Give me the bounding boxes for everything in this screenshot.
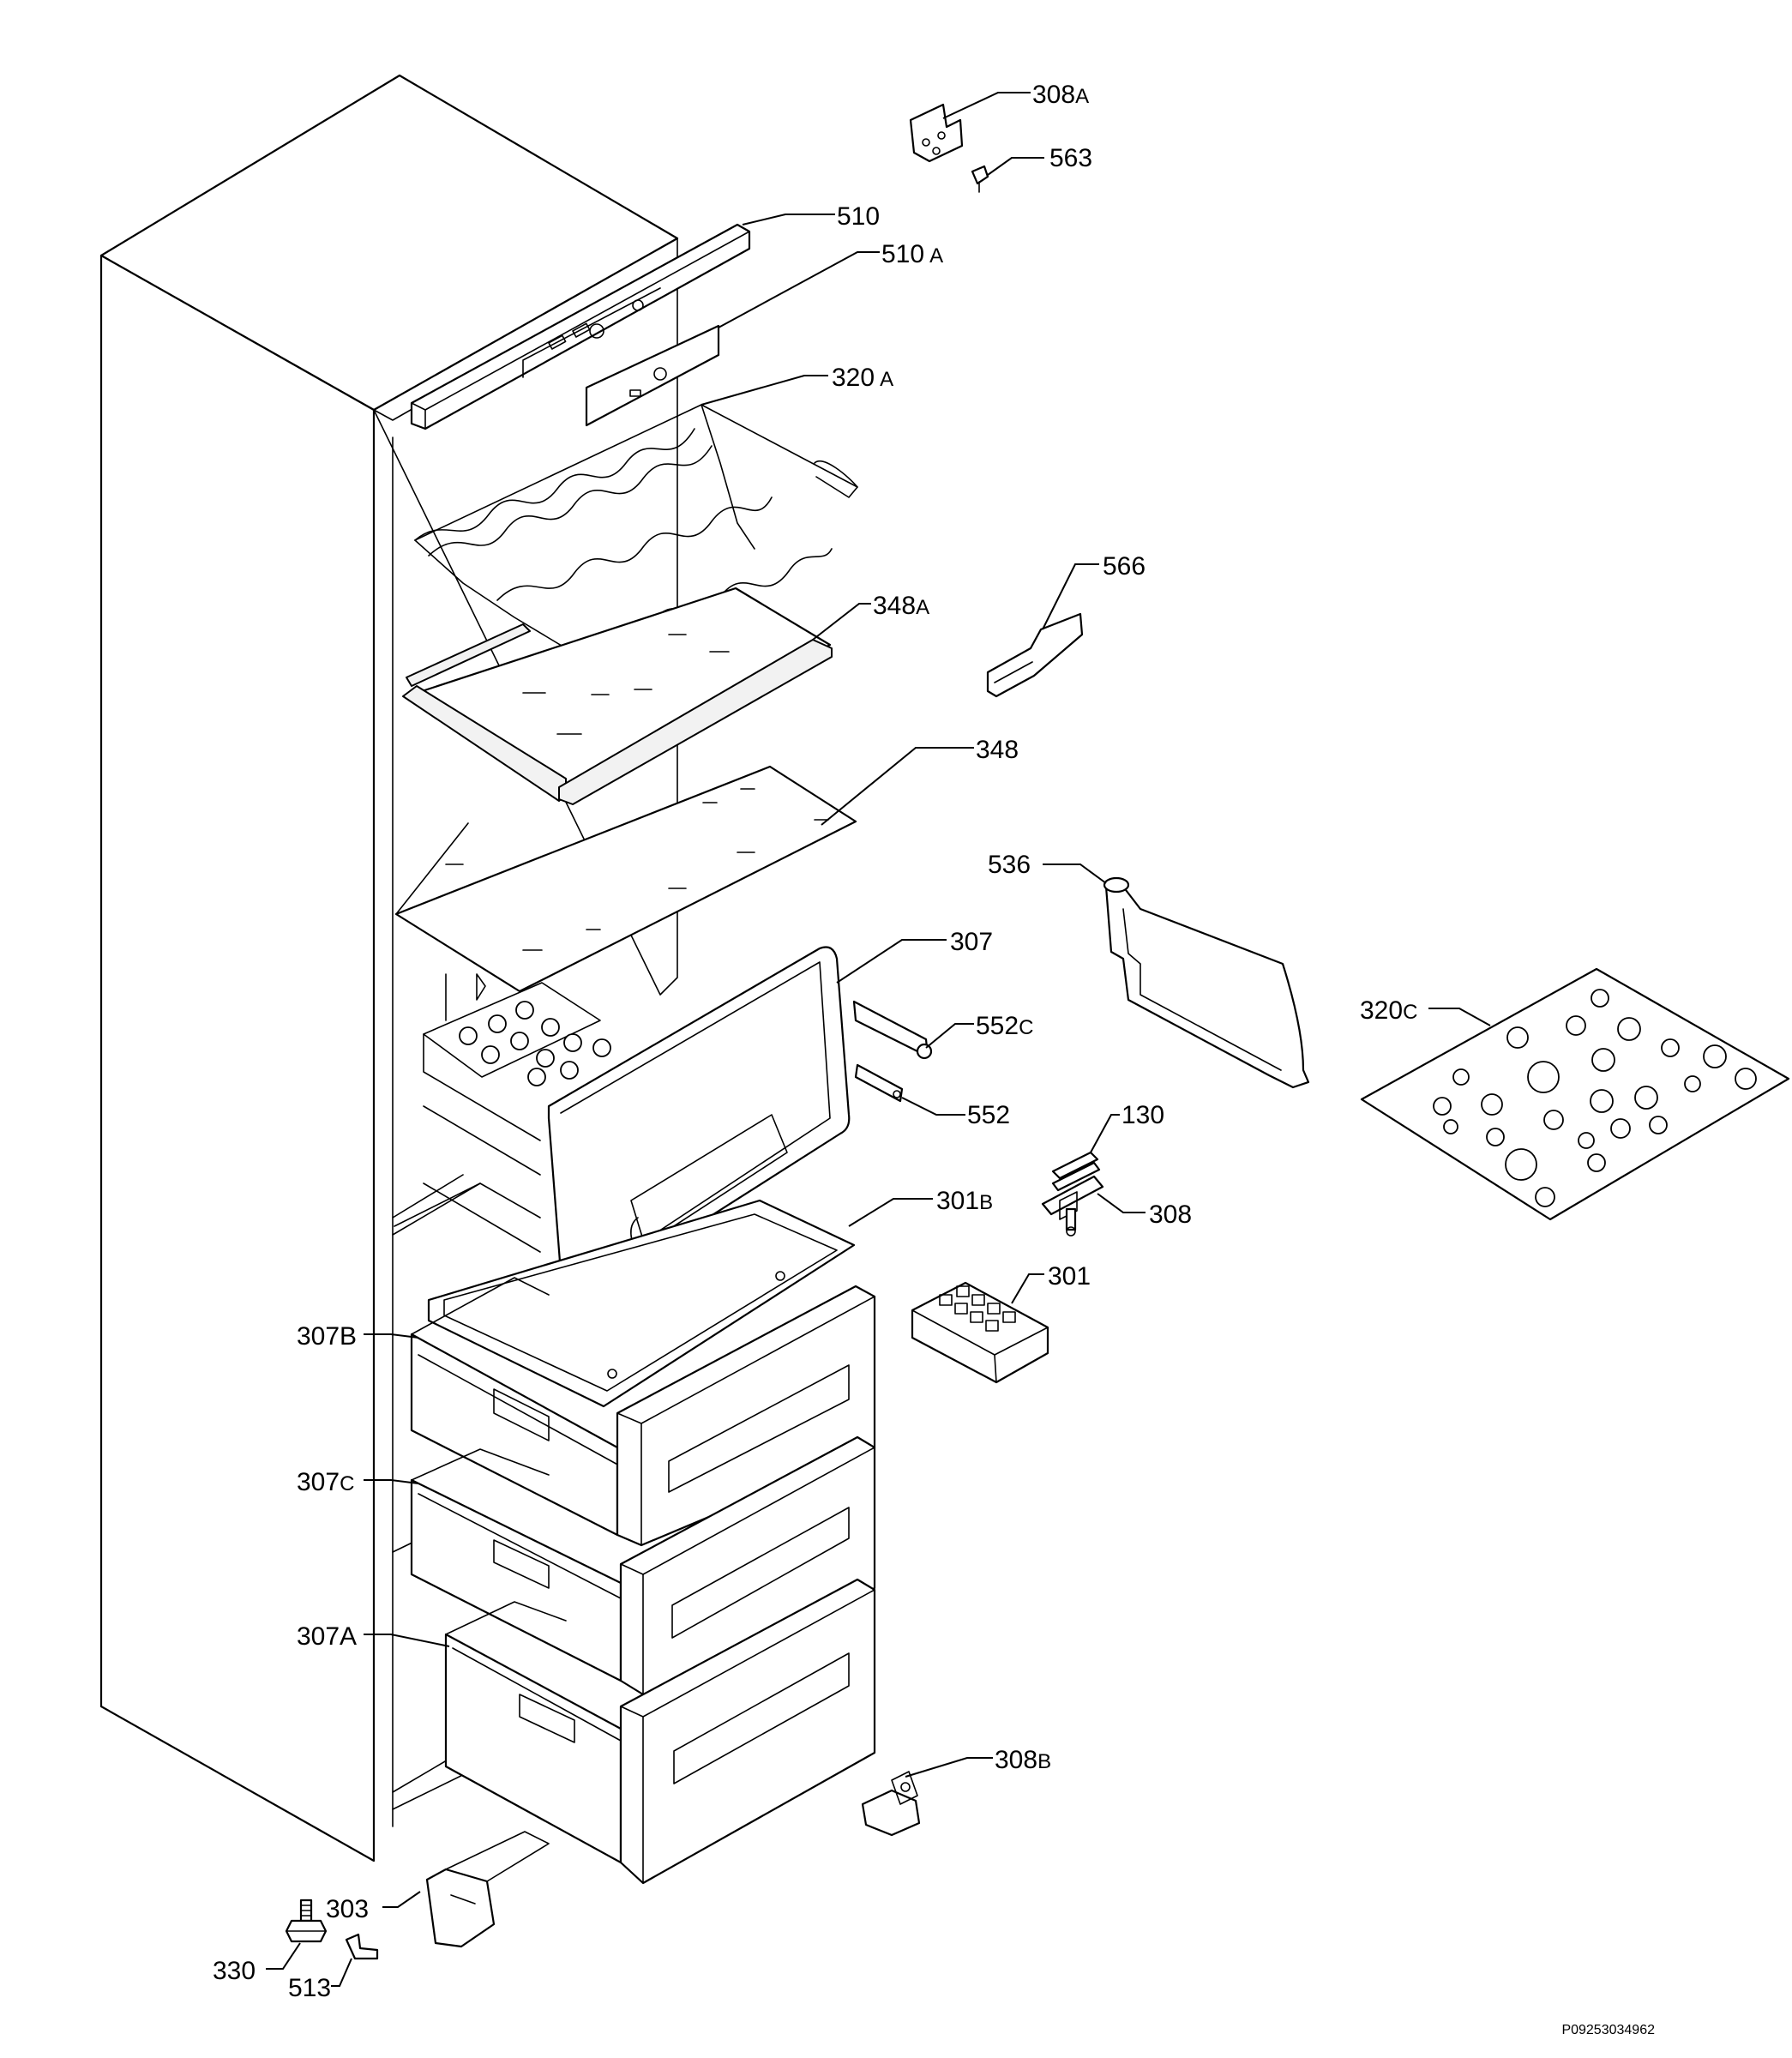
ice-cube-tray-301 xyxy=(911,1281,1049,1384)
callout-301b: 301B xyxy=(936,1187,993,1215)
callout-513: 513 xyxy=(288,1974,331,2002)
callout-307a: 307A xyxy=(297,1622,357,1651)
callout-552: 552 xyxy=(967,1101,1010,1129)
flap-hinge-552 xyxy=(854,1063,904,1103)
divider-plate-536 xyxy=(1103,876,1310,1089)
adjustable-foot-330 xyxy=(285,1899,328,1943)
glass-shelf-348 xyxy=(394,765,857,993)
callout-308b: 308B xyxy=(995,1746,1051,1774)
freezer-tray-301b xyxy=(427,1199,856,1408)
callout-330: 330 xyxy=(213,1957,256,1985)
drawer-307c xyxy=(410,1435,876,1696)
perforated-plate-320c xyxy=(1360,967,1790,1221)
freezer-compartment-interior xyxy=(394,973,611,1253)
cabinet xyxy=(99,74,679,1862)
control-insert-510a xyxy=(585,324,720,427)
callout-307b: 307B xyxy=(297,1322,357,1351)
callout-563: 563 xyxy=(1049,144,1092,172)
hinge-308b xyxy=(861,1771,921,1837)
callout-536: 536 xyxy=(988,851,1031,879)
leader-lines xyxy=(266,92,1491,1987)
clip-566 xyxy=(986,612,1084,698)
callout-552c: 552C xyxy=(976,1012,1033,1040)
callout-348: 348 xyxy=(976,736,1019,764)
bracket-513 xyxy=(345,1933,379,1960)
callout-307c: 307C xyxy=(297,1468,354,1496)
hinge-130 xyxy=(1051,1151,1101,1192)
drawer-307a xyxy=(444,1578,876,1885)
screw-563 xyxy=(971,165,989,193)
hinge-308 xyxy=(1041,1175,1104,1237)
control-panel-510 xyxy=(410,223,751,430)
callout-308: 308 xyxy=(1149,1200,1192,1229)
callout-301: 301 xyxy=(1048,1262,1091,1291)
callout-307: 307 xyxy=(950,928,993,956)
callout-566: 566 xyxy=(1103,552,1146,581)
drawing-number: P09253034962 xyxy=(1561,2023,1655,2037)
flap-hinge-552c xyxy=(852,1000,933,1060)
hinge-308a xyxy=(909,103,964,163)
callout-510: 510 xyxy=(837,202,880,231)
kick-plate-303 xyxy=(425,1831,550,1948)
callout-308a: 308A xyxy=(1032,81,1089,109)
callout-320c: 320C xyxy=(1360,996,1417,1025)
callout-303: 303 xyxy=(326,1895,369,1923)
callout-130: 130 xyxy=(1122,1101,1164,1129)
callout-348a: 348A xyxy=(873,592,929,620)
